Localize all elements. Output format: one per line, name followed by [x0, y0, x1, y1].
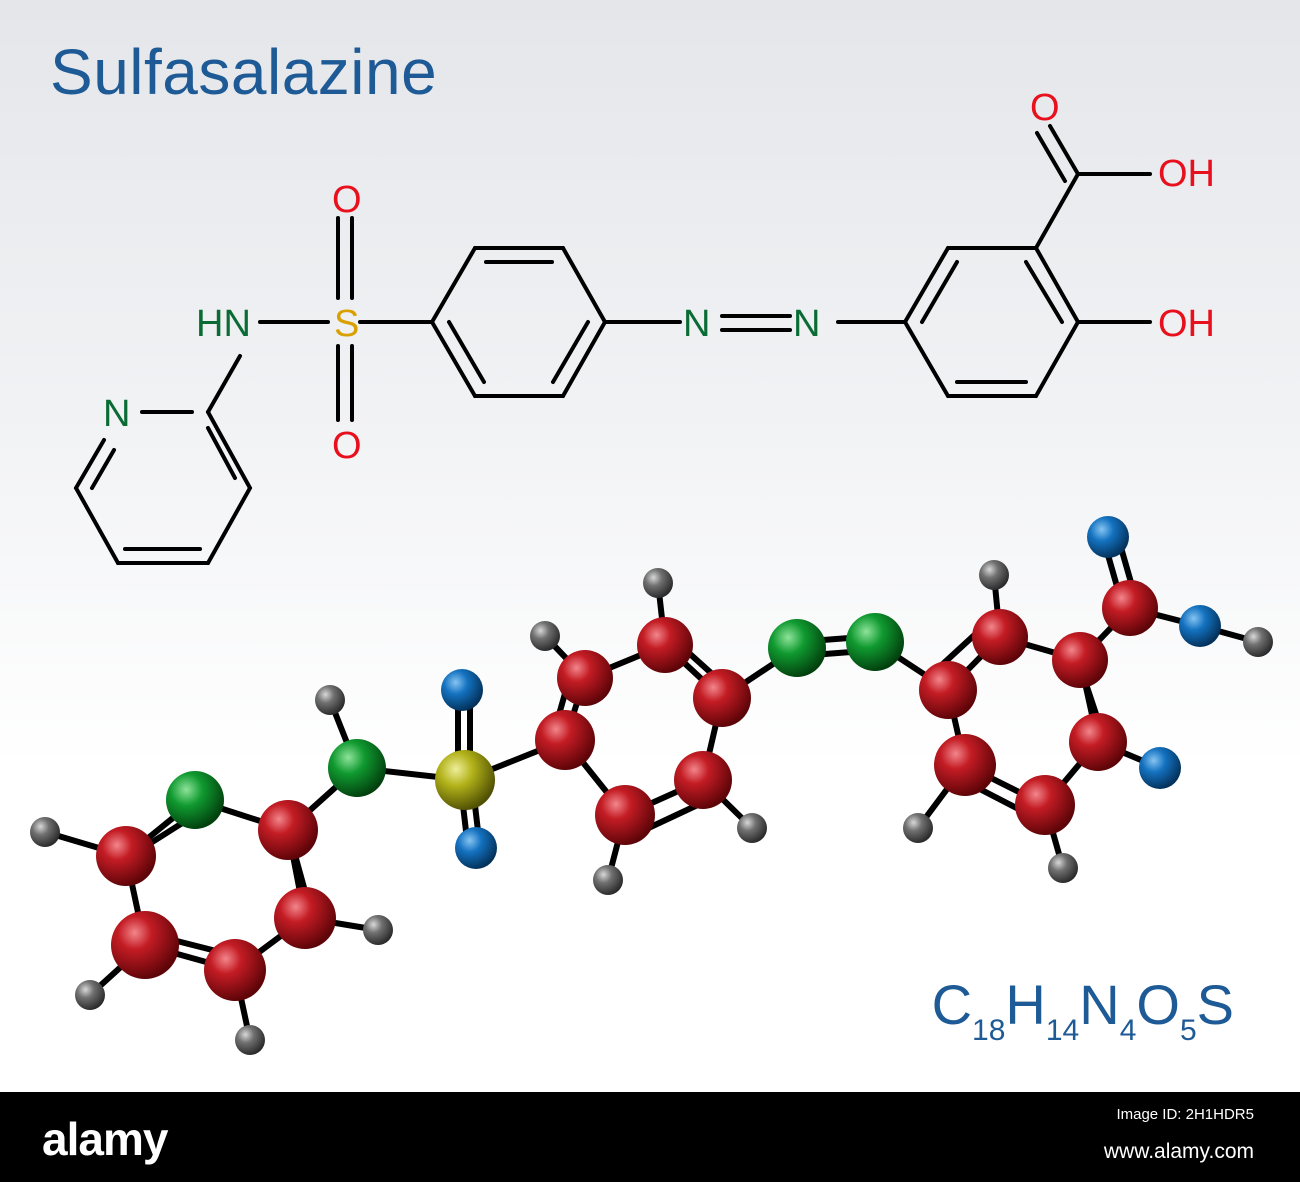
stock-image: Sulfasalazine: [0, 0, 1300, 1092]
molecule-diagram: O OH OH O O S HN N N N: [30, 87, 1273, 1055]
hydrogen-atom: [1243, 627, 1273, 657]
oxygen-atom: [1087, 516, 1129, 558]
nitrogen-atom: [328, 739, 386, 797]
oxygen-atom: [455, 827, 497, 869]
carbon-atom: [274, 887, 336, 949]
formula-count-c: 18: [972, 1014, 1006, 1047]
hydroxyl-label-phenol: OH: [1158, 303, 1215, 345]
carbon-atom: [919, 661, 977, 719]
hydrogen-atom: [530, 621, 560, 651]
carbon-atom: [674, 751, 732, 809]
carbon-atom: [972, 609, 1028, 665]
pyridine-nitrogen-label: N: [103, 393, 130, 435]
sulfur-atom: [435, 750, 495, 810]
stock-footer: alamy Image ID: 2H1HDR5 www.alamy.com: [0, 1092, 1300, 1182]
formula-element-c: C: [931, 973, 973, 1036]
oxygen-atom: [1139, 747, 1181, 789]
amine-label: HN: [196, 303, 251, 345]
hydrogen-atom: [903, 813, 933, 843]
carbon-atom: [934, 734, 996, 796]
hydrogen-atoms: [30, 560, 1273, 1055]
carbon-atom: [535, 710, 595, 770]
ball-and-stick-model: [30, 516, 1273, 1055]
hydrogen-atom: [363, 915, 393, 945]
molecule-name: Sulfasalazine: [50, 36, 438, 108]
formula-count-o: 5: [1179, 1014, 1197, 1047]
carbon-atom: [595, 785, 655, 845]
azo-nitrogen-label-1: N: [683, 303, 710, 345]
oxygen-atoms: [441, 516, 1221, 869]
carbon-atom: [96, 826, 156, 886]
hydrogen-atom: [1048, 853, 1078, 883]
hydroxyl-label-acid: OH: [1158, 153, 1215, 195]
skeletal-formula: [74, 124, 1152, 565]
hydrogen-atom: [75, 980, 105, 1010]
hydrogen-atom: [235, 1025, 265, 1055]
carbon-atoms: [96, 580, 1158, 1001]
formula-element-h: H: [1005, 973, 1046, 1036]
formula-element-n: N: [1079, 973, 1120, 1036]
nitrogen-atom: [768, 619, 826, 677]
formula-element-s: S: [1196, 973, 1234, 1036]
hydrogen-atom: [593, 865, 623, 895]
oxygen-label-carbonyl: O: [1030, 87, 1060, 129]
nitrogen-atom: [846, 613, 904, 671]
hydrogen-atom: [979, 560, 1009, 590]
pyridine-ring: [74, 410, 252, 565]
azo-nitrogen-label-2: N: [793, 303, 820, 345]
sulfur-label: S: [334, 303, 359, 345]
nitrogen-atom: [166, 771, 224, 829]
carbon-atom: [258, 800, 318, 860]
alamy-logo[interactable]: alamy: [42, 1113, 168, 1165]
oxygen-atom: [441, 669, 483, 711]
atom-labels: O OH OH O O S HN N N N: [103, 87, 1215, 467]
carbon-atom: [693, 669, 751, 727]
carbon-atom: [1102, 580, 1158, 636]
carbon-atom: [1015, 775, 1075, 835]
hydrogen-atom: [30, 817, 60, 847]
oxygen-label-sulfonyl-bottom: O: [332, 425, 362, 467]
formula-element-o: O: [1136, 973, 1180, 1036]
oxygen-atom: [1179, 605, 1221, 647]
hydrogen-atom: [737, 813, 767, 843]
oxygen-label-sulfonyl-top: O: [332, 179, 362, 221]
hydrogen-atom: [315, 685, 345, 715]
nitrogen-atoms: [166, 613, 904, 829]
salicylic-benzene-ring: [903, 246, 1080, 398]
image-id: Image ID: 2H1HDR5: [1116, 1106, 1254, 1123]
formula-count-h: 14: [1045, 1014, 1080, 1047]
carbon-atom: [637, 617, 693, 673]
carbon-atom: [111, 911, 179, 979]
carbon-atom: [1069, 713, 1127, 771]
molecular-formula: C18H14N4O5S: [932, 972, 1234, 1048]
formula-count-n: 4: [1119, 1014, 1137, 1047]
central-benzene-ring: [430, 246, 607, 398]
carbon-atom: [557, 650, 613, 706]
carbon-atom: [204, 939, 266, 1001]
carbon-atom: [1052, 632, 1108, 688]
site-link[interactable]: www.alamy.com: [1103, 1140, 1254, 1163]
hydrogen-atom: [643, 568, 673, 598]
